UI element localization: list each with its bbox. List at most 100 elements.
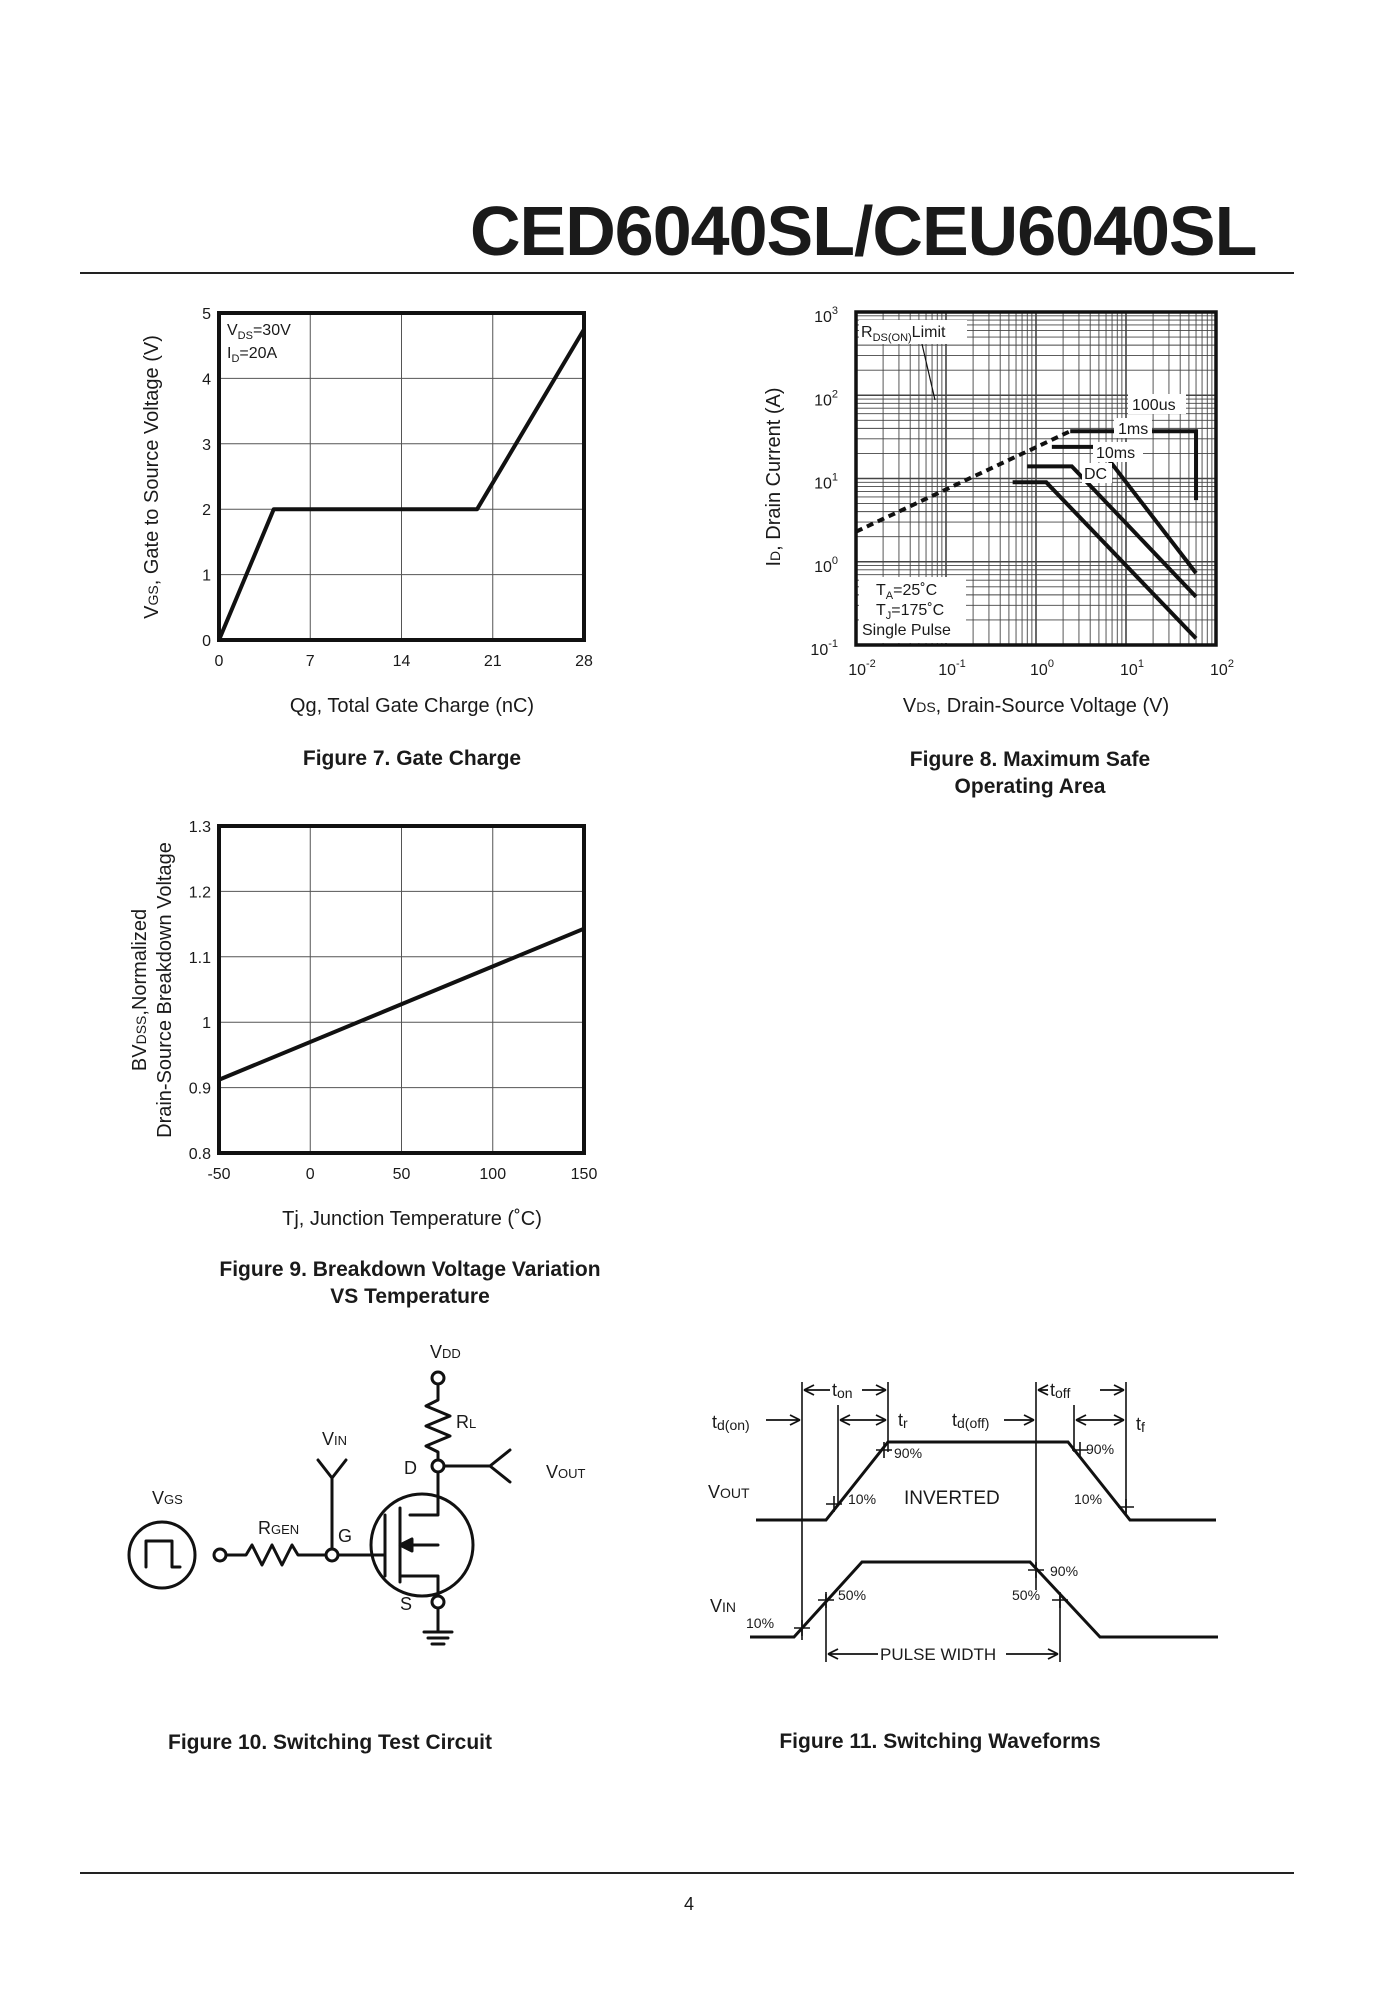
vdd-terminal (430, 1370, 446, 1386)
fig8-curve-10ms (1027, 464, 1198, 599)
fig7-series (217, 328, 586, 641)
fig9-x-axis-label: Tj, Junction Temperature (˚C) (282, 1208, 542, 1230)
pct-90-vout-fall: 90% (1086, 1441, 1114, 1457)
fig9-caption-line2: VS Temperature (330, 1285, 490, 1308)
fig8-caption: Figure 8. Maximum Safe Operating Area (830, 746, 1230, 800)
pct-10-vout-fall: 10% (1074, 1491, 1102, 1507)
fig7-x-tick-label: 7 (306, 653, 315, 670)
fig8-x-tick-label: 101 (1120, 658, 1144, 679)
rgen-input-node (212, 1547, 228, 1563)
page-number: 4 (683, 1894, 694, 1914)
mosfet-arrow (398, 1537, 414, 1553)
fig7-y-tick-label: 2 (202, 502, 211, 519)
fig8-curve-dc (1012, 480, 1198, 640)
fig7-caption: Figure 7. Gate Charge (302, 747, 522, 770)
pct-10-vin: 10% (746, 1615, 774, 1631)
level-ticks (794, 1442, 1134, 1636)
fig7-plot-frame (217, 311, 586, 642)
fig8-y-tick-label: 102 (814, 388, 838, 409)
fig9-plot-frame (217, 824, 586, 1155)
tf-label: tf (1136, 1414, 1145, 1435)
fig9-y-tick-label: 1 (202, 1015, 211, 1032)
fig11-caption: Figure 11. Switching Waveforms (779, 1730, 1101, 1753)
timing-lines (801, 1382, 1127, 1662)
rgen-label: RGEN (258, 1518, 299, 1538)
vin-label: VIN (322, 1429, 347, 1449)
fig8-label-100us: 100us (1132, 397, 1176, 414)
fig10-labels: VDD RL VIN D VOUT VGS RGEN G S (152, 1342, 586, 1614)
pct-50-vin-rise: 50% (838, 1587, 866, 1603)
ton-arrow-right (862, 1384, 887, 1396)
fig8-plot-frame (854, 310, 1218, 647)
fig8-x-axis-label: VDS, Drain-Source Voltage (V) (903, 695, 1169, 717)
fig9-x-tick-label: 0 (306, 1166, 315, 1183)
vdd-label: VDD (430, 1342, 461, 1362)
fig8-y-axis-label: ID, Drain Current (A) (763, 387, 785, 566)
drain-node (430, 1458, 446, 1474)
fig7-y-tick-label: 1 (202, 568, 211, 585)
fig7-curve (217, 328, 586, 641)
tick-50a (818, 1592, 834, 1608)
fig9-y-axis-label-line1: BVDSS,Normalized (129, 909, 151, 1071)
toff-arrow-left (1037, 1384, 1049, 1396)
header-rule (80, 272, 1294, 274)
fig9-caption: Figure 9. Breakdown Voltage Variation VS… (160, 1256, 660, 1310)
tdon-label: td(on) (712, 1412, 750, 1433)
pct-90-vin: 90% (1050, 1563, 1078, 1579)
fig8-rds-leader (921, 343, 936, 401)
tdon-arrow (766, 1414, 801, 1426)
source-lead (398, 1574, 440, 1598)
fig9-caption-line1: Figure 9. Breakdown Voltage Variation (219, 1258, 601, 1281)
fig9-y-tick-label: 1.3 (189, 819, 211, 836)
fig8-10ms-bg (1093, 442, 1143, 462)
drain-lead (408, 1470, 440, 1517)
fig8-cond-single-pulse: Single Pulse (862, 622, 951, 639)
rl-resistor (424, 1382, 452, 1462)
tr-label: tr (898, 1410, 908, 1431)
vin-wave-label: VIN (710, 1596, 736, 1616)
tick-10c (794, 1620, 810, 1636)
source-node (430, 1594, 446, 1610)
fig9-y-tick-label: 1.1 (189, 950, 211, 967)
fig8-cond-tj: TJ=175˚C (876, 602, 944, 622)
fig8-series (855, 343, 1199, 640)
fig8-y-tick-label: 10-1 (810, 638, 838, 659)
fig8-conditions-bg (859, 577, 966, 643)
mosfet-body (369, 1492, 475, 1598)
fig9-x-tick-label: -50 (207, 1166, 230, 1183)
ton-label: ton (832, 1380, 853, 1401)
tick-10b (1118, 1499, 1134, 1515)
fig8-y-tick-label: 100 (814, 555, 838, 576)
fig8-caption-line1: Figure 8. Maximum Safe (909, 748, 1151, 771)
fig8-1ms-bg (1114, 418, 1152, 438)
pw-arrow-right (1006, 1648, 1059, 1660)
fig8-caption-line2: Operating Area (954, 775, 1106, 798)
pw-arrow-left (827, 1648, 878, 1660)
fig8-curve-100us (1070, 429, 1199, 501)
tick-90c (1028, 1562, 1044, 1578)
inverted-label: INVERTED (904, 1488, 1000, 1509)
fig8-label-10ms: 10ms (1096, 445, 1135, 462)
fig8-label-1ms: 1ms (1118, 421, 1148, 438)
ground-symbol (422, 1630, 454, 1646)
fig10-caption: Figure 10. Switching Test Circuit (168, 1731, 492, 1754)
fig7-x-tick-label: 0 (215, 653, 224, 670)
fig9-x-tick-label: 100 (479, 1166, 506, 1183)
pct-90-vout-rise: 90% (894, 1445, 922, 1461)
fig8-rds-label-bg (859, 320, 967, 344)
fig9-y-tick-label: 0.9 (189, 1081, 211, 1098)
source-label: S (400, 1594, 412, 1614)
fig8-curve-rds-on-limit (855, 429, 1072, 534)
fig7-y-tick-label: 0 (202, 633, 211, 650)
gate-node (324, 1547, 340, 1563)
drain-label: D (404, 1458, 417, 1478)
fig7-legend-id: ID=20A (227, 345, 278, 365)
pulse-width-label: PULSE WIDTH (880, 1645, 996, 1664)
pct-50-vin-fall: 50% (1012, 1587, 1040, 1603)
fig9-x-tick-label: 50 (393, 1166, 411, 1183)
